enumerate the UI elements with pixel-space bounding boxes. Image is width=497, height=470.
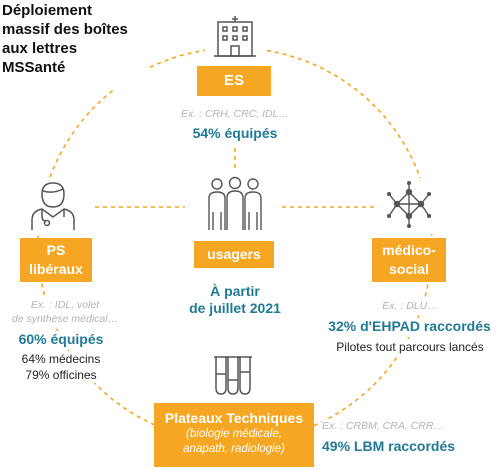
node-medico-social: médico- social: [372, 238, 446, 282]
es-stat: 54% équipés: [160, 125, 310, 141]
es-example: Ex. : CRH, CRC, IDL…: [160, 108, 310, 120]
node-ps-liberaux: PS libéraux: [20, 238, 92, 282]
diagram-title: Déploiement massif des boîtes aux lettre…: [2, 2, 128, 76]
ps-details: 64% médecins 79% officines: [5, 351, 117, 383]
test-tubes-icon-bg: [203, 352, 263, 400]
plateaux-stat: 49% LBM raccordés: [322, 438, 472, 454]
usagers-date: À partir de juillet 2021: [189, 283, 281, 316]
plateaux-example: Ex. : CRBM, CRA, CRR…: [322, 420, 452, 432]
network-icon: [387, 181, 431, 228]
doctor-icon: [31, 182, 75, 230]
node-usagers: usagers: [194, 241, 274, 268]
node-plateaux-techniques: Plateaux Techniques (biologie médicale, …: [154, 403, 314, 467]
node-es: ES: [197, 66, 271, 96]
medico-detail: Pilotes tout parcours lancés: [324, 339, 496, 355]
test-tubes-icon: [214, 356, 252, 395]
ps-example: Ex. : IDL, volet de synthèse médical…: [0, 298, 130, 326]
medico-example: Ex. : DLU…: [350, 300, 470, 312]
ps-stat: 60% équipés: [5, 331, 117, 347]
people-icon-bg: [198, 172, 272, 234]
title-mask: [0, 0, 150, 90]
people-icon: [208, 176, 262, 230]
medico-stat: 32% d'EHPAD raccordés: [322, 318, 497, 334]
hospital-icon: [214, 16, 256, 57]
